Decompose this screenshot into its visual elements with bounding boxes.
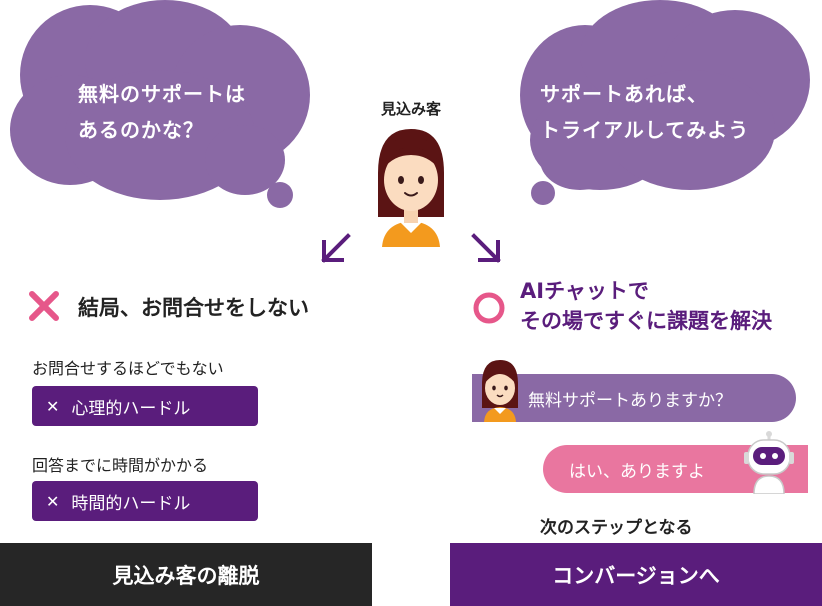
right-cloud-shape: [520, 0, 810, 205]
right-result-bar: コンバージョンへ: [450, 543, 822, 606]
chat-user-bubble: 無料サポートありますか？: [472, 374, 796, 422]
next-step-label: 次のステップとなる: [540, 518, 693, 538]
right-outcome-title: AIチャットで その場ですぐに課題を解決: [520, 276, 772, 336]
user-avatar-icon: [482, 360, 518, 422]
tag-cross-icon: ✕: [46, 396, 60, 416]
reason-2-tag-label: 時間的ハードル: [71, 493, 191, 514]
arrow-down-right-icon: [471, 233, 501, 263]
chat-bot-text: はい、ありますよ: [569, 461, 705, 482]
right-thought-line1: サポートあれば、: [540, 82, 708, 106]
left-outcome-title: 結局、お問合せをしない: [78, 296, 309, 320]
cross-icon: [29, 291, 59, 321]
right-result-label: コンバージョンへ: [552, 563, 720, 588]
reason-1-text: お問合せするほどでもない: [32, 359, 224, 378]
circle-icon: [473, 292, 505, 324]
right-thought-cloud: サポートあれば、 トライアルしてみよう: [510, 0, 822, 215]
reason-1-tag: ✕ 心理的ハードル: [32, 386, 258, 426]
prospect-label: 見込み客: [380, 100, 441, 118]
reason-1-tag-label: 心理的ハードル: [71, 398, 191, 419]
left-result-label: 見込み客の離脱: [112, 563, 260, 588]
chat-user-text: 無料サポートありますか？: [528, 390, 732, 411]
left-cloud-shape: [10, 0, 310, 208]
robot-avatar-icon: [744, 431, 794, 494]
left-thought-cloud: 無料のサポートは あるのかな？: [0, 0, 310, 215]
left-thought-line1: 無料のサポートは: [78, 82, 246, 106]
left-thought-line2: あるのかな？: [78, 118, 204, 142]
reason-2-text: 回答までに時間がかかる: [32, 456, 209, 475]
reason-2-tag: ✕ 時間的ハードル: [32, 481, 258, 521]
right-outcome-line2: その場ですぐに課題を解決: [520, 309, 772, 333]
right-outcome-line1: AIチャットで: [520, 279, 649, 303]
tag-cross-icon: ✕: [46, 491, 60, 511]
left-result-bar: 見込み客の離脱: [0, 543, 372, 606]
arrow-down-left-icon: [321, 233, 351, 263]
right-thought-line2: トライアルしてみよう: [540, 118, 750, 142]
prospect-avatar-icon: [378, 129, 444, 247]
